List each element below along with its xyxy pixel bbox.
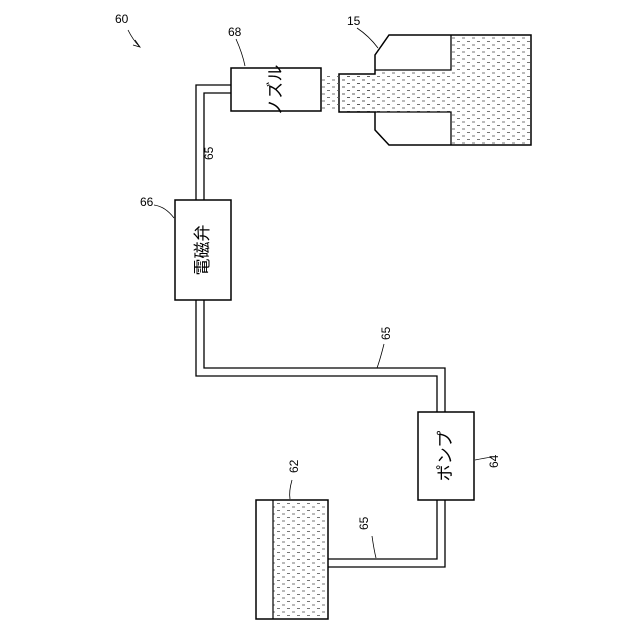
pipe-pump-to-tank bbox=[328, 500, 445, 567]
pipe-nozzle-to-valve bbox=[196, 85, 231, 200]
nozzle-ref-leader bbox=[236, 39, 245, 66]
pipe-valve-to-pump bbox=[196, 300, 445, 412]
valve-label: 電磁弁 bbox=[193, 225, 213, 276]
valve-ref-leader bbox=[154, 205, 174, 218]
nozzle-ref-label: 68 bbox=[228, 25, 242, 39]
target-ref-label: 15 bbox=[347, 14, 361, 28]
nozzle-stream bbox=[321, 76, 377, 110]
pipe-ref-label-upper: 65 bbox=[202, 146, 216, 160]
pipe-ref-label-lower: 65 bbox=[357, 516, 371, 530]
pump-label: ポンプ bbox=[436, 431, 456, 482]
supply-tank bbox=[256, 500, 328, 619]
pump-ref-label: 64 bbox=[487, 454, 501, 468]
nozzle-label: ノズル bbox=[266, 65, 286, 116]
valve-ref-label: 66 bbox=[140, 195, 154, 209]
tank-ref-label: 62 bbox=[287, 459, 301, 473]
tank-ref-leader bbox=[290, 480, 292, 499]
pipe-ref-leader-lower bbox=[372, 536, 376, 558]
pipe-ref-label-middle: 65 bbox=[379, 326, 393, 340]
target-ref-leader bbox=[357, 28, 378, 48]
pipe-ref-leader-middle bbox=[377, 344, 384, 368]
system-ref-label: 60 bbox=[115, 12, 129, 26]
